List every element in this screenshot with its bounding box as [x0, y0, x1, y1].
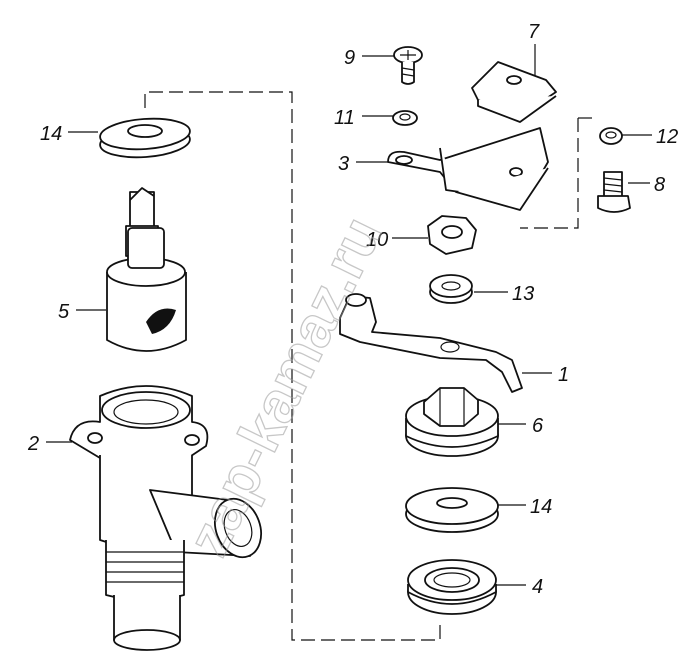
part-8-bolt: [597, 171, 631, 213]
part-14-washer-top: [99, 117, 191, 159]
part-5-valve-plug: [106, 187, 187, 352]
part-11-lock-washer: [392, 110, 418, 126]
callout-8: 8: [654, 174, 665, 196]
part-14-washer-bottom: [405, 487, 499, 533]
callout-14-bottom: 14: [530, 496, 552, 518]
part-4-seal: [407, 559, 497, 615]
part-9-screw: [393, 46, 423, 85]
part-13-washer: [429, 274, 473, 304]
callout-4: 4: [532, 576, 543, 598]
callout-5: 5: [58, 301, 70, 323]
callout-2: 2: [27, 433, 39, 455]
callout-12: 12: [656, 126, 678, 148]
part-7-clip: [471, 61, 557, 123]
callout-1: 1: [558, 364, 569, 386]
leader-lines: [46, 44, 652, 586]
callout-7: 7: [528, 21, 540, 43]
part-3-bracket: [387, 127, 549, 211]
callout-9: 9: [344, 47, 355, 69]
assembly-dash-lines: [144, 91, 598, 641]
callout-labels: 14 5 2 9 7 11 3 12 8 10 13 1 6 14 4: [27, 21, 678, 598]
part-2-valve-body: [69, 385, 262, 651]
part-1-lever: [339, 293, 523, 393]
callout-10: 10: [366, 229, 388, 251]
callout-14-top: 14: [40, 123, 62, 145]
callout-11: 11: [334, 107, 355, 129]
part-10-nut: [427, 215, 477, 255]
part-12-lock-washer: [599, 127, 623, 145]
callout-13: 13: [512, 283, 534, 305]
watermark: zap-kamaz.ru: [175, 207, 395, 566]
part-6-plug: [405, 387, 499, 457]
callout-3: 3: [338, 153, 349, 175]
callout-6: 6: [532, 415, 544, 437]
